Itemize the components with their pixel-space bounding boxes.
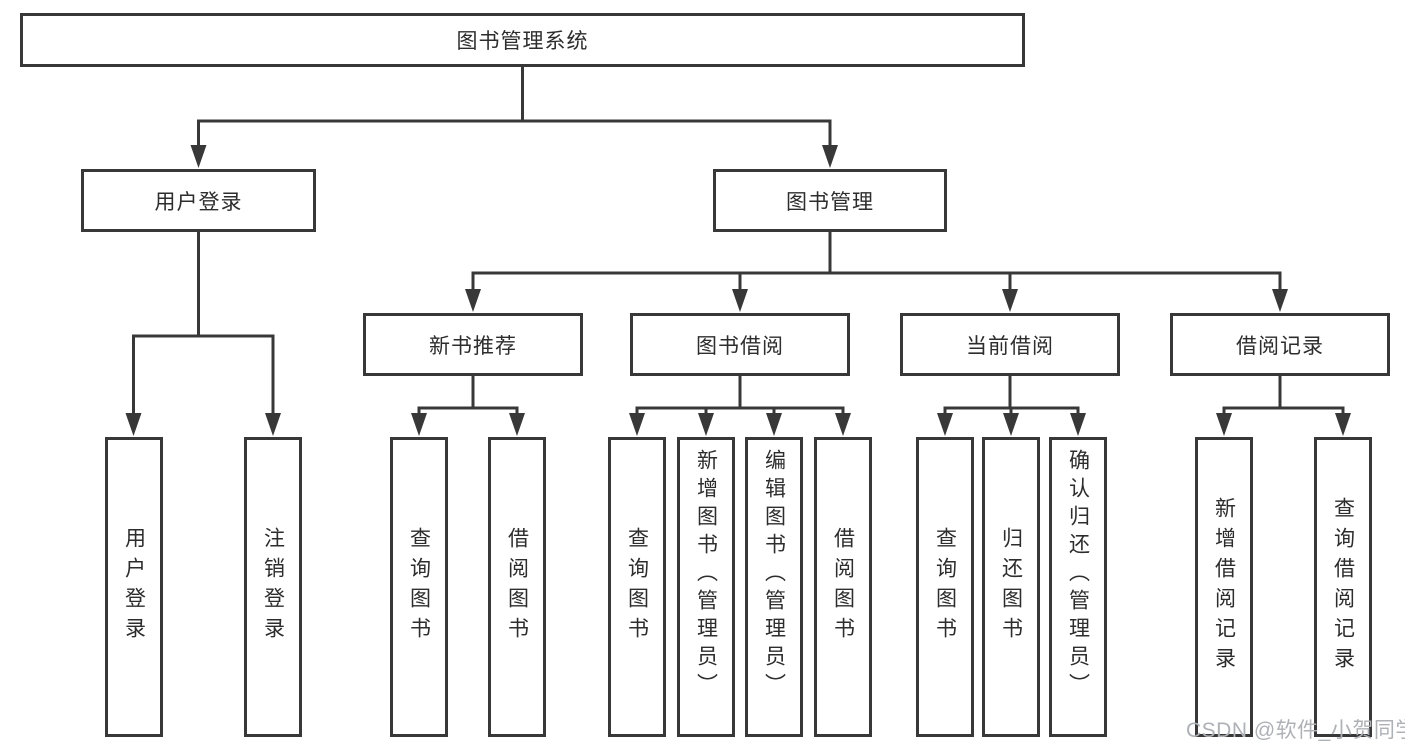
node-logout-action: 注销登录 [244,437,302,737]
arrowhead [1216,413,1232,436]
node-rec-borrow-books: 借阅图书 [488,437,546,737]
node-borrow-records-label: 借阅记录 [1236,334,1324,358]
node-br-query-record-label: 查询借阅记录 [1331,497,1355,677]
node-current-borrow: 当前借阅 [900,313,1120,376]
connector-bookmgmt-to-level3 [471,232,1282,294]
node-bb-add-books-admin: 新增图书（管理员） [677,437,735,737]
node-current-borrow-label: 当前借阅 [966,334,1054,358]
node-root-label: 图书管理系统 [456,30,589,53]
arrowhead [698,413,714,436]
node-bb-borrow-books-label: 借阅图书 [831,527,855,647]
arrowhead [1272,289,1288,312]
connector-userlogin-children [132,232,275,418]
arrowhead [937,413,953,436]
arrowhead [1070,413,1086,436]
arrowhead [629,413,645,436]
node-root: 图书管理系统 [20,13,1025,67]
watermark: CSDN @软件_小贺同学 [1186,719,1405,742]
connector-newbook-children [417,376,519,420]
node-bb-query-books-label: 查询图书 [625,527,649,647]
arrowhead [125,413,142,436]
node-cb-confirm-return-admin: 确认归还（管理员） [1049,437,1107,737]
arrowhead [190,145,207,168]
node-user-login-action: 用户登录 [105,437,163,737]
connector-bookborrow-children [635,376,845,420]
node-borrow-records: 借阅记录 [1170,313,1390,376]
node-book-borrow: 图书借阅 [630,313,850,376]
node-new-book-recommend: 新书推荐 [363,313,583,376]
node-rec-query-books: 查询图书 [390,437,448,737]
node-bb-query-books: 查询图书 [608,437,666,737]
node-cb-return-books: 归还图书 [982,437,1040,737]
arrowhead [509,413,525,436]
arrowhead [465,289,481,312]
arrowhead [411,413,427,436]
node-bb-edit-books-admin: 编辑图书（管理员） [745,437,803,737]
node-logout-action-label: 注销登录 [261,527,285,647]
connector-borrowrecords-children [1222,376,1345,420]
node-br-add-record: 新增借阅记录 [1195,437,1253,737]
node-book-mgmt: 图书管理 [713,169,947,232]
arrowhead [1002,289,1018,312]
arrowhead [1003,413,1019,436]
node-cb-confirm-return-admin-label: 确认归还（管理员） [1066,449,1090,701]
arrowhead [835,413,851,436]
node-book-mgmt-label: 图书管理 [786,190,874,214]
node-cb-return-books-label: 归还图书 [999,527,1023,647]
node-user-login-label: 用户登录 [154,190,243,214]
node-cb-query-books-label: 查询图书 [933,527,957,647]
node-user-login-action-label: 用户登录 [122,527,146,647]
arrowhead [265,413,281,436]
node-bb-edit-books-admin-label: 编辑图书（管理员） [762,449,786,701]
node-rec-borrow-books-label: 借阅图书 [505,527,529,647]
arrowhead [822,145,838,168]
node-cb-query-books: 查询图书 [916,437,974,737]
arrowhead [732,289,748,312]
node-bb-borrow-books: 借阅图书 [814,437,872,737]
node-user-login: 用户登录 [81,169,316,232]
arrowhead [766,413,782,436]
connector-root-to-level2 [197,67,832,150]
node-bb-add-books-admin-label: 新增图书（管理员） [694,449,718,701]
node-br-query-record: 查询借阅记录 [1314,437,1372,737]
node-rec-query-books-label: 查询图书 [407,527,431,647]
node-br-add-record-label: 新增借阅记录 [1212,497,1236,677]
node-new-book-recommend-label: 新书推荐 [429,334,517,358]
node-book-borrow-label: 图书借阅 [696,334,784,358]
arrowhead [1335,413,1351,436]
